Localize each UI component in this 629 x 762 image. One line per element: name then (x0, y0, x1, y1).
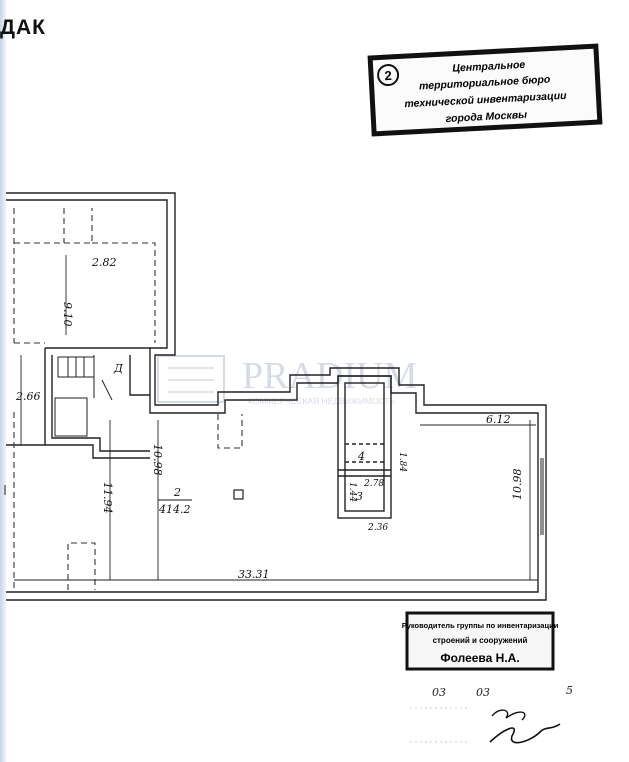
dim-184: 1.84 (397, 452, 407, 472)
bti-stamp: 2 Центральное территориальное бюро техни… (367, 43, 603, 137)
signature-upper (491, 709, 526, 721)
dim-1194: 11.94 (101, 482, 114, 514)
dim-144: 1.44 (347, 482, 357, 502)
central-shaft (337, 375, 392, 519)
main-hall-features (13, 412, 243, 590)
room-labels: Д 2 414.2 4 3 (113, 362, 365, 516)
dim-612: 6.12 (486, 413, 511, 426)
stamp-bottom-line-2: строений и сооружений (433, 636, 528, 645)
room-label-2: 2 (173, 486, 181, 499)
stairs (54, 355, 113, 437)
dimension-lines (14, 255, 538, 581)
inventory-stamp: Руководитель группы по инвентаризации ст… (402, 611, 559, 671)
date-and-signature: 03 03 5 (410, 684, 573, 744)
room-label-3: 3 (356, 490, 363, 503)
date-month: 03 (476, 686, 490, 699)
stamp-line-1: Центральное (452, 59, 526, 75)
stamp-bottom-name: Фолеева Н.А. (440, 651, 519, 665)
room-label-d: Д (113, 362, 124, 375)
room-area-2: 414.2 (158, 503, 191, 516)
dim-236: 2.36 (367, 523, 388, 533)
signature-lower (489, 723, 561, 744)
corner-label: ДАК (0, 16, 46, 39)
stamp-number: 2 (384, 68, 392, 83)
dim-910: 9.10 (61, 302, 74, 327)
dim-278: 2.78 (363, 479, 384, 489)
column (233, 489, 244, 500)
scan-edge (0, 0, 6, 762)
watermark-tagline: КОММЕРЧЕСКАЯ НЕДВИЖИМОСТЬ (248, 396, 396, 406)
dim-266: 2.66 (15, 390, 41, 403)
dim-3331: 33.31 (238, 568, 270, 581)
dim-1098: 10.98 (151, 444, 164, 476)
walls (6, 192, 547, 601)
stamp-bottom-line-1: Руководитель группы по инвентаризации (402, 621, 559, 630)
dimension-labels: 2.82 9.10 2.66 11.94 10.98 6.12 10.98 33… (15, 256, 524, 581)
date-year-digit: 5 (566, 684, 573, 697)
dim-1098-right: 10.98 (511, 469, 524, 501)
room-upper-left-outline (13, 208, 156, 344)
dim-282: 2.82 (91, 256, 117, 269)
window-marks (4, 458, 544, 535)
date-day: 03 (432, 686, 446, 699)
stamp-line-4: города Москвы (445, 109, 527, 125)
watermark: PRADIUM КОММЕРЧЕСКАЯ НЕДВИЖИМОСТЬ (157, 355, 417, 406)
room-label-4: 4 (357, 450, 365, 463)
